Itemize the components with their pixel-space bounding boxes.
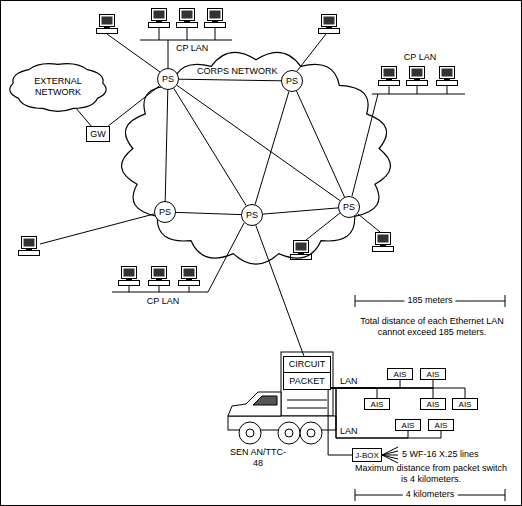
lan-label: CP LAN — [147, 296, 179, 307]
node-text: CORPS NETWORK — [197, 66, 278, 77]
node-text: AIS — [427, 369, 440, 380]
lan-label: LAN — [340, 426, 358, 437]
network-link — [255, 92, 289, 205]
computer-icon — [373, 233, 394, 252]
node-text: AIS — [435, 420, 448, 431]
node-text: PS — [286, 76, 298, 87]
network-link — [77, 109, 92, 126]
network-link — [328, 390, 352, 455]
note-text: Total distance of each Ethernet LAN cann… — [352, 316, 512, 338]
network-link — [331, 388, 377, 398]
ais-box: AIS — [395, 419, 421, 431]
node-text: PS — [162, 74, 174, 85]
node-text: AIS — [427, 399, 440, 410]
lan-label: LAN — [340, 376, 358, 387]
lan-label: CP LAN — [404, 52, 436, 63]
wire-fan — [382, 447, 398, 463]
ais-box: AIS — [428, 419, 454, 431]
packet-switch: PS — [281, 70, 303, 92]
lan-label: CP LAN — [176, 43, 208, 54]
gateway-box: GW — [86, 126, 110, 142]
computer-icon — [177, 9, 198, 28]
computer-icon — [149, 9, 170, 28]
computer-icon — [179, 267, 200, 286]
node-text: CIRCUIT — [289, 359, 326, 370]
computer-icon — [205, 9, 226, 28]
computer-icon — [97, 15, 118, 34]
network-link — [263, 208, 338, 214]
computer-icon — [437, 67, 458, 86]
computer-icon — [149, 267, 170, 286]
node-text: PACKET — [289, 376, 324, 387]
dimension-label: 4 kilometers — [403, 489, 458, 500]
packet-switch: PS — [154, 201, 176, 223]
dimension-label: 185 meters — [404, 295, 455, 306]
node-text: EXTERNAL NETWORK — [28, 76, 88, 98]
node-text: GW — [90, 129, 106, 140]
ais-box: AIS — [452, 398, 478, 410]
node-text: AIS — [394, 369, 407, 380]
network-link — [331, 388, 441, 438]
computer-icon — [407, 67, 428, 86]
network-link — [165, 90, 168, 201]
packet-switch: PS — [157, 68, 179, 90]
ais-box: AIS — [364, 398, 390, 410]
network-link — [176, 212, 241, 214]
packet-switch-box: PACKET — [283, 372, 331, 390]
junction-box: J-BOX — [352, 448, 382, 462]
ais-box: AIS — [420, 398, 446, 410]
ais-box: AIS — [387, 368, 413, 380]
truck-illustration — [228, 352, 336, 444]
note-text: Maximum distance from packet switch is 4… — [352, 463, 510, 485]
node-text: PS — [246, 210, 258, 221]
network-link — [179, 79, 281, 81]
computer-icon — [379, 67, 400, 86]
packet-switch: PS — [338, 196, 360, 218]
line-count-label: 5 WF-16 X.25 lines — [402, 449, 479, 460]
external-network-cloud: EXTERNAL NETWORK — [8, 62, 108, 112]
computer-icon — [319, 15, 340, 34]
network-link — [297, 91, 345, 197]
node-text: AIS — [402, 420, 415, 431]
node-text: PS — [343, 202, 355, 213]
ais-box: AIS — [420, 368, 446, 380]
network-link — [331, 388, 433, 398]
circuit-switch-box: CIRCUIT — [283, 356, 331, 373]
packet-switch: PS — [241, 204, 263, 226]
node-text: J-BOX — [355, 450, 379, 461]
node-text: AIS — [459, 399, 472, 410]
computer-icon — [19, 237, 40, 256]
computer-icon — [119, 267, 140, 286]
network-link — [177, 85, 340, 200]
node-text: AIS — [371, 399, 384, 410]
vehicle-label: SEN AN/TTC-48 — [228, 447, 288, 469]
network-link — [331, 388, 465, 398]
node-text: PS — [159, 207, 171, 218]
network-link — [256, 225, 304, 356]
lan-wires — [40, 28, 465, 292]
computer-icon — [291, 241, 312, 260]
network-cloud: CORPS NETWORK PS PS PS PS PS — [120, 50, 392, 265]
network-link — [174, 88, 246, 205]
